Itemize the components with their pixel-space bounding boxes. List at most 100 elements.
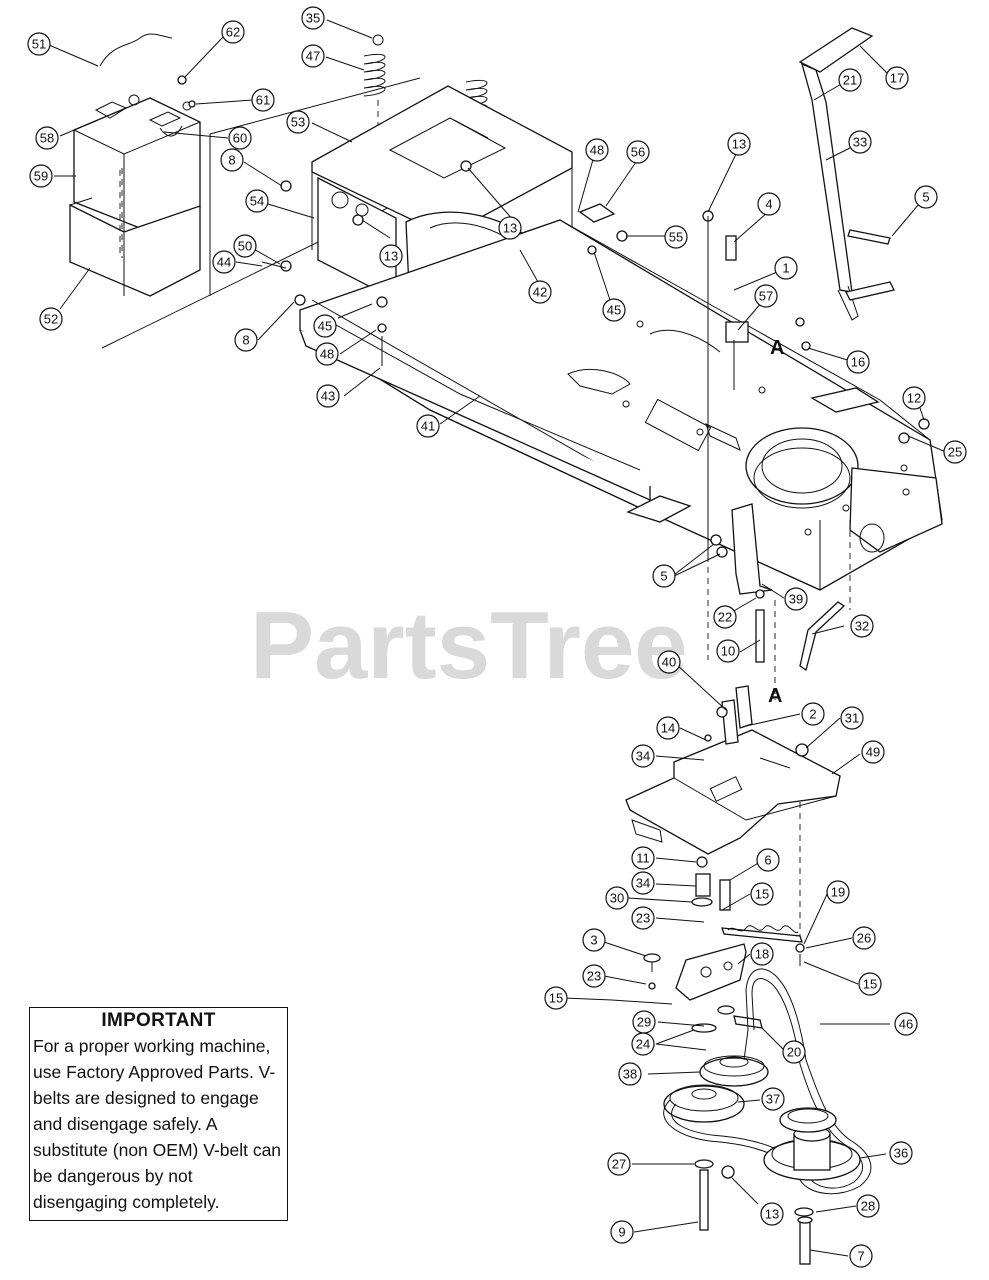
callout-59[interactable]: 59	[29, 164, 53, 188]
callout-27[interactable]: 27	[607, 1152, 631, 1176]
callout-28[interactable]: 28	[856, 1194, 880, 1218]
callout-51[interactable]: 51	[27, 32, 51, 56]
callout-1[interactable]: 1	[774, 256, 798, 280]
callout-54[interactable]: 54	[245, 189, 269, 213]
brake-rod	[799, 601, 846, 672]
callout-49[interactable]: 49	[861, 740, 885, 764]
callout-56[interactable]: 56	[626, 140, 650, 164]
callout-25[interactable]: 25	[943, 440, 967, 464]
callout-19[interactable]: 19	[826, 880, 850, 904]
svg-text:8: 8	[242, 333, 249, 348]
svg-text:48: 48	[590, 143, 604, 158]
callout-13-shaft[interactable]: 13	[727, 132, 751, 156]
callout-48-left[interactable]: 48	[315, 342, 339, 366]
callout-45-top[interactable]: 45	[602, 298, 626, 322]
callout-5-right[interactable]: 5	[914, 185, 938, 209]
callout-55[interactable]: 55	[664, 225, 688, 249]
callout-58[interactable]: 58	[35, 126, 59, 150]
svg-text:35: 35	[306, 11, 320, 26]
callout-9[interactable]: 9	[610, 1220, 634, 1244]
callout-22[interactable]: 22	[713, 605, 737, 629]
callout-41[interactable]: 41	[416, 414, 440, 438]
callout-18[interactable]: 18	[750, 942, 774, 966]
callout-15-right[interactable]: 15	[858, 972, 882, 996]
svg-text:12: 12	[907, 391, 921, 406]
pulley-engine	[763, 1107, 861, 1181]
callout-31[interactable]: 31	[840, 706, 864, 730]
svg-text:15: 15	[863, 977, 877, 992]
callout-50[interactable]: 50	[233, 234, 257, 258]
svg-text:17: 17	[890, 71, 904, 86]
svg-text:28: 28	[861, 1199, 875, 1214]
callout-36[interactable]: 36	[889, 1141, 913, 1165]
callout-45-left[interactable]: 45	[313, 314, 337, 338]
svg-text:34: 34	[636, 749, 650, 764]
callout-44[interactable]: 44	[212, 250, 236, 274]
callout-30[interactable]: 30	[605, 886, 629, 910]
callout-26[interactable]: 26	[852, 926, 876, 950]
callout-8-upper[interactable]: 8	[220, 148, 244, 172]
important-notice: IMPORTANT For a proper working machine, …	[29, 1007, 288, 1221]
callout-33[interactable]: 33	[848, 130, 872, 154]
notice-title: IMPORTANT	[101, 1010, 216, 1031]
callout-8-lower[interactable]: 8	[234, 328, 258, 352]
svg-text:24: 24	[636, 1037, 650, 1052]
svg-text:62: 62	[226, 25, 240, 40]
svg-text:42: 42	[533, 285, 547, 300]
callout-40[interactable]: 40	[657, 650, 681, 674]
callout-2[interactable]: 2	[801, 702, 825, 726]
callout-37[interactable]: 37	[761, 1087, 785, 1111]
callout-14[interactable]: 14	[656, 716, 680, 740]
callout-7[interactable]: 7	[849, 1244, 873, 1268]
callouts: 51 62 61 58 60 59 52 35 47 53 8 54 50 44…	[27, 6, 967, 1268]
callout-23-lower[interactable]: 23	[582, 964, 606, 988]
callout-61[interactable]: 61	[251, 88, 275, 112]
callout-38[interactable]: 38	[618, 1062, 642, 1086]
callout-13-bottom[interactable]: 13	[760, 1202, 784, 1226]
callout-53[interactable]: 53	[286, 110, 310, 134]
callout-13-seat[interactable]: 13	[379, 244, 403, 268]
callout-47[interactable]: 47	[301, 44, 325, 68]
callout-34-lower[interactable]: 34	[631, 871, 655, 895]
callout-32[interactable]: 32	[850, 614, 874, 638]
callout-62[interactable]: 62	[221, 20, 245, 44]
callout-16[interactable]: 16	[846, 350, 870, 374]
callout-6[interactable]: 6	[756, 848, 780, 872]
watermark: PartsTree	[250, 592, 688, 699]
callout-43[interactable]: 43	[316, 384, 340, 408]
main-frame	[299, 219, 943, 591]
callout-42[interactable]: 42	[528, 280, 552, 304]
callout-24[interactable]: 24	[631, 1032, 655, 1056]
callout-52[interactable]: 52	[39, 307, 63, 331]
callout-5-lower[interactable]: 5	[652, 564, 676, 588]
shift-lever	[798, 27, 874, 321]
svg-text:48: 48	[320, 347, 334, 362]
callout-13-center[interactable]: 13	[498, 216, 522, 240]
svg-text:53: 53	[291, 115, 305, 130]
callout-15-left[interactable]: 15	[544, 986, 568, 1010]
callout-29[interactable]: 29	[632, 1010, 656, 1034]
callout-60[interactable]: 60	[228, 126, 252, 150]
callout-3[interactable]: 3	[582, 928, 606, 952]
callout-10[interactable]: 10	[716, 639, 740, 663]
callout-57[interactable]: 57	[754, 284, 778, 308]
callout-35[interactable]: 35	[301, 6, 325, 30]
svg-text:58: 58	[40, 131, 54, 146]
callout-46[interactable]: 46	[894, 1012, 918, 1036]
callout-4[interactable]: 4	[757, 192, 781, 216]
callout-48-top[interactable]: 48	[585, 138, 609, 162]
svg-text:3: 3	[590, 933, 597, 948]
callout-20[interactable]: 20	[782, 1040, 806, 1064]
callout-12[interactable]: 12	[902, 386, 926, 410]
callout-21[interactable]: 21	[838, 68, 862, 92]
svg-text:5: 5	[922, 190, 929, 205]
callout-23-upper[interactable]: 23	[631, 906, 655, 930]
svg-text:4: 4	[765, 197, 772, 212]
pivot-bracket	[625, 685, 841, 855]
callout-39[interactable]: 39	[784, 587, 808, 611]
callout-11[interactable]: 11	[631, 846, 655, 870]
callout-17[interactable]: 17	[885, 66, 909, 90]
callout-15-upper[interactable]: 15	[750, 882, 774, 906]
callout-34-upper[interactable]: 34	[631, 744, 655, 768]
